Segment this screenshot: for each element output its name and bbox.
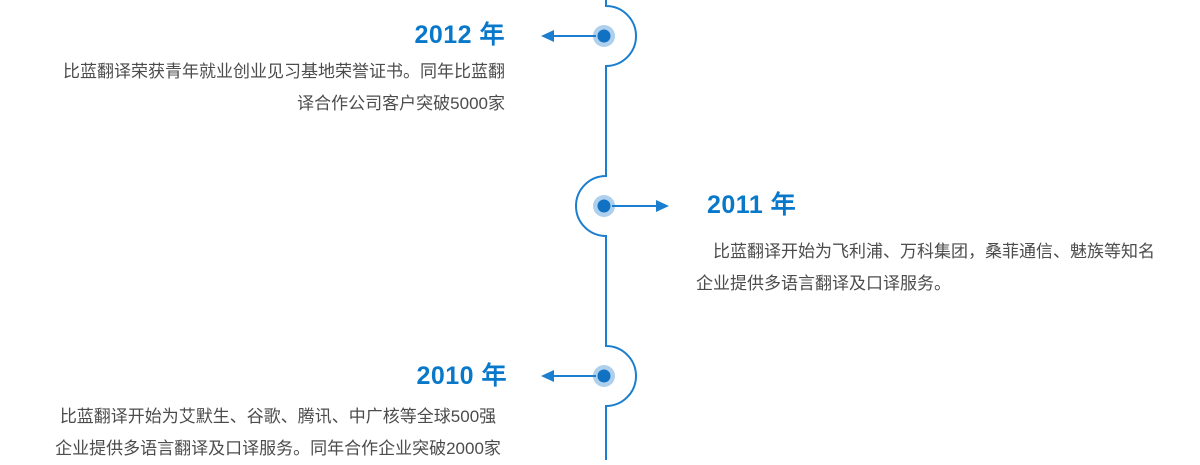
milestone-2012-arrow: [541, 30, 596, 42]
left-arrow-icon: [541, 30, 554, 42]
milestone-2011-node: [593, 195, 615, 217]
milestone-2012-description: 比蓝翻译荣获青年就业创业见习基地荣誉证书。同年比蓝翻 译合作公司客户突破5000…: [63, 62, 505, 113]
milestone-2011-year-label: 2011 年: [707, 191, 797, 219]
milestone-2011-description: 比蓝翻译开始为飞利浦、万科集团，桑菲通信、魅族等知名 企业提供多语言翻译及口译服…: [696, 242, 1155, 293]
timeline-node-dot: [597, 29, 611, 43]
milestone-2012-year-label: 2012 年: [414, 21, 505, 49]
milestone-2010-arrow: [541, 370, 596, 382]
left-arrow-icon: [541, 370, 554, 382]
milestone-2010-description: 比蓝翻译开始为艾默生、谷歌、腾讯、中广核等全球500强 企业提供多语言翻译及口译…: [55, 407, 501, 458]
milestone-2012-node: [593, 25, 615, 47]
milestone-2011-arrow: [612, 200, 669, 212]
milestone-2010-node: [593, 365, 615, 387]
milestone-2010-year-label: 2010 年: [416, 362, 507, 390]
timeline-node-dot: [597, 369, 611, 383]
timeline-node-dot: [597, 199, 611, 213]
timeline-spine-line: [575, 0, 637, 460]
right-arrow-icon: [656, 200, 669, 212]
